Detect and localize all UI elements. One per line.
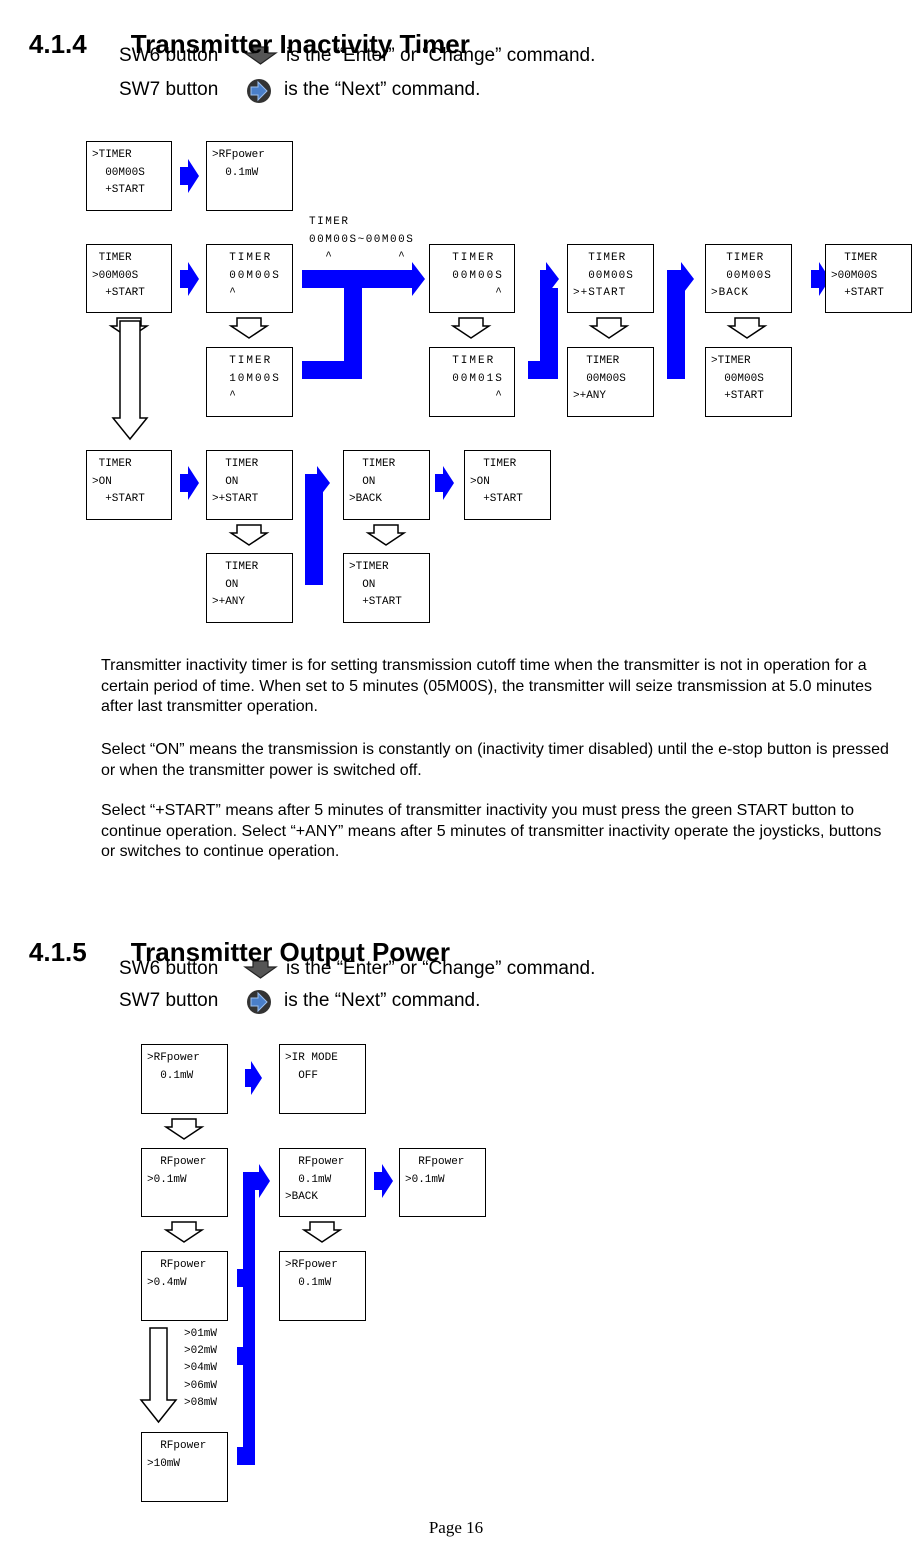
lcd-screen: TIMER 00M00S >+ANY <box>567 347 654 417</box>
lcd-screen: >IR MODE OFF <box>279 1044 366 1114</box>
section-heading-4-1-4: 4.1.4 Transmitter Inactivity Timer <box>0 0 470 91</box>
enter-arrow-icon <box>230 524 268 546</box>
enter-arrow-icon <box>165 1221 203 1243</box>
lcd-screen: TIMER 00M00S ^ <box>429 244 515 313</box>
enter-arrow-icon <box>367 524 405 546</box>
lcd-screen: TIMER 00M01S ^ <box>429 347 515 417</box>
lcd-screen: TIMER 10M00S ^ <box>206 347 293 417</box>
lcd-screen: TIMER 00M00S >+START <box>567 244 654 313</box>
enter-arrow-icon <box>165 1118 203 1140</box>
enter-arrow-icon <box>452 317 490 339</box>
lcd-screen: TIMER >00M00S +START <box>86 244 172 313</box>
lcd-screen: >TIMER 00M00S +START <box>86 141 172 211</box>
enter-arrow-icon <box>303 1221 341 1243</box>
section-title: Transmitter Inactivity Timer <box>130 29 470 59</box>
lcd-screen: >TIMER 00M00S +START <box>705 347 792 417</box>
sw7-description: is the “Next” command. <box>284 79 481 100</box>
lcd-screen: TIMER ON >+START <box>206 450 293 520</box>
paragraph: Transmitter inactivity timer is for sett… <box>101 657 872 715</box>
page-number: Page 16 <box>428 1518 484 1537</box>
section-number: 4.1.4 <box>28 29 87 59</box>
lcd-screen: RFpower >0.1mW <box>399 1148 486 1217</box>
lcd-screen: TIMER >00M00S +START <box>825 244 912 313</box>
section-heading-4-1-5: 4.1.5 Transmitter Output Power <box>0 906 450 999</box>
lcd-screen: >RFpower 0.1mW <box>206 141 293 211</box>
enter-arrow-icon <box>728 317 766 339</box>
sw6-description: is the “Enter” or “Change” command. <box>286 958 596 979</box>
sw6-label: SW6 button <box>119 45 219 66</box>
lcd-screen: TIMER ON >BACK <box>343 450 430 520</box>
lcd-screen: >RFpower 0.1mW <box>279 1251 366 1321</box>
sw6-description: is the “Enter” or “Change” command. <box>286 45 596 66</box>
lcd-screen: TIMER 00M00S ^ <box>206 244 293 313</box>
enter-arrow-icon <box>230 317 268 339</box>
power-steps-label: >01mW >02mW >04mW >06mW >08mW <box>184 1328 218 1409</box>
paragraph: Select “+START” means after 5 minutes of… <box>101 802 882 860</box>
sw7-label: SW7 button <box>119 990 219 1011</box>
sw6-label: SW6 button <box>119 958 219 979</box>
lcd-screen: RFpower >0.4mW <box>141 1251 228 1321</box>
timer-range-label: TIMER 00M00S~00M00S ^ ^ <box>309 216 415 263</box>
long-enter-arrow-icon <box>111 320 149 441</box>
enter-arrow-icon <box>590 317 628 339</box>
lcd-screen: >TIMER ON +START <box>343 553 430 623</box>
sw7-label: SW7 button <box>119 79 219 100</box>
lcd-screen: TIMER >ON +START <box>464 450 551 520</box>
long-enter-arrow-icon <box>139 1327 178 1424</box>
lcd-screen: RFpower >0.1mW <box>141 1148 228 1217</box>
lcd-screen: RFpower 0.1mW >BACK <box>279 1148 366 1217</box>
lcd-screen: TIMER 00M00S >BACK <box>705 244 792 313</box>
lcd-screen: RFpower >10mW <box>141 1432 228 1502</box>
lcd-screen: >RFpower 0.1mW <box>141 1044 228 1114</box>
lcd-screen: TIMER ON >+ANY <box>206 553 293 623</box>
sw7-description: is the “Next” command. <box>284 990 481 1011</box>
paragraph: Select “ON” means the transmission is co… <box>101 741 889 779</box>
lcd-screen: TIMER >ON +START <box>86 450 172 520</box>
section-number: 4.1.5 <box>28 937 87 967</box>
enter-arrow-icon <box>110 317 148 339</box>
section-title: Transmitter Output Power <box>130 937 450 967</box>
